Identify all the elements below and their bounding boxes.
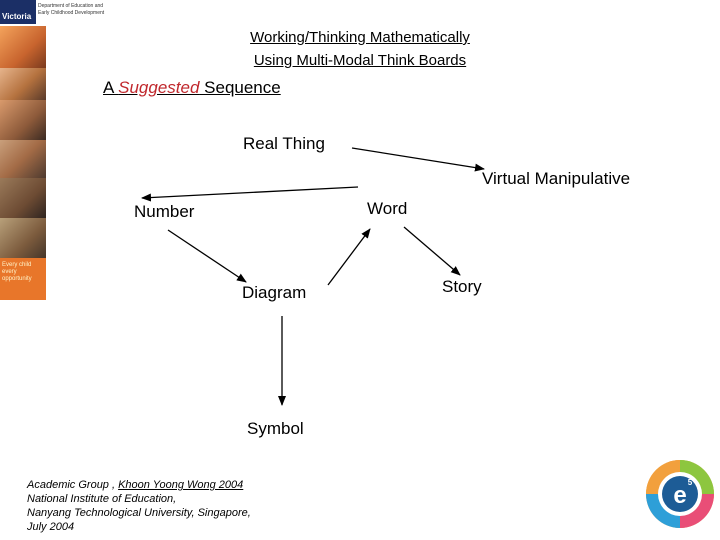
arrow-word-to-number (141, 186, 359, 202)
node-diagram: Diagram (242, 283, 307, 302)
page-title-line2: Using Multi-Modal Think Boards (253, 52, 467, 69)
footer-author: Khoon Yoong Wong 2004 (118, 479, 244, 491)
svg-text:5: 5 (688, 478, 693, 487)
page-title: Working/Thinking Mathematically (250, 29, 470, 46)
subtitle: A Suggested Sequence (103, 78, 281, 98)
arrow-real-to-virtual (351, 147, 485, 172)
slogan-panel (0, 258, 46, 300)
photo-child-1 (0, 26, 46, 68)
arrow-number-to-diagram (167, 229, 247, 283)
footer-line-4: July 2004 (27, 521, 75, 533)
subtitle-suffix: Sequence (199, 78, 281, 97)
photo-child-6 (0, 218, 46, 258)
node-symbol: Symbol (247, 419, 304, 438)
photo-child-5 (0, 178, 46, 218)
department-logo: Victoria Department of Education and Ear… (0, 0, 112, 26)
node-virtual-manipulative: Virtual Manipulative (482, 169, 631, 188)
victoria-badge: Victoria (0, 0, 36, 24)
photo-child-3 (0, 100, 46, 140)
node-number: Number (134, 202, 195, 221)
footer-line-1: Academic Group , Khoon Yoong Wong 2004 (27, 478, 251, 492)
svg-text:e: e (673, 482, 686, 509)
node-real-thing: Real Thing (243, 134, 325, 153)
department-name: Department of Education and Early Childh… (38, 3, 105, 16)
photo-child-4 (0, 140, 46, 178)
footer-credits: Academic Group , Khoon Yoong Wong 2004 N… (27, 478, 251, 534)
subtitle-emphasis: Suggested (118, 78, 200, 97)
photo-child-2 (0, 68, 46, 100)
slogan-text: Every child every opportunity (2, 262, 32, 282)
photo-strip: Every child every opportunity (0, 26, 46, 300)
e5-logo-icon: e 5 (646, 460, 714, 528)
footer-line-2: National Institute of Education, (27, 493, 177, 505)
subtitle-prefix: A (103, 78, 119, 97)
footer-line-3: Nanyang Technological University, Singap… (27, 507, 251, 519)
arrow-diagram-to-word (327, 228, 371, 286)
footer-group: Academic Group , (27, 479, 119, 491)
node-word: Word (367, 199, 408, 218)
arrow-word-to-story (403, 226, 461, 276)
node-story: Story (442, 277, 482, 296)
